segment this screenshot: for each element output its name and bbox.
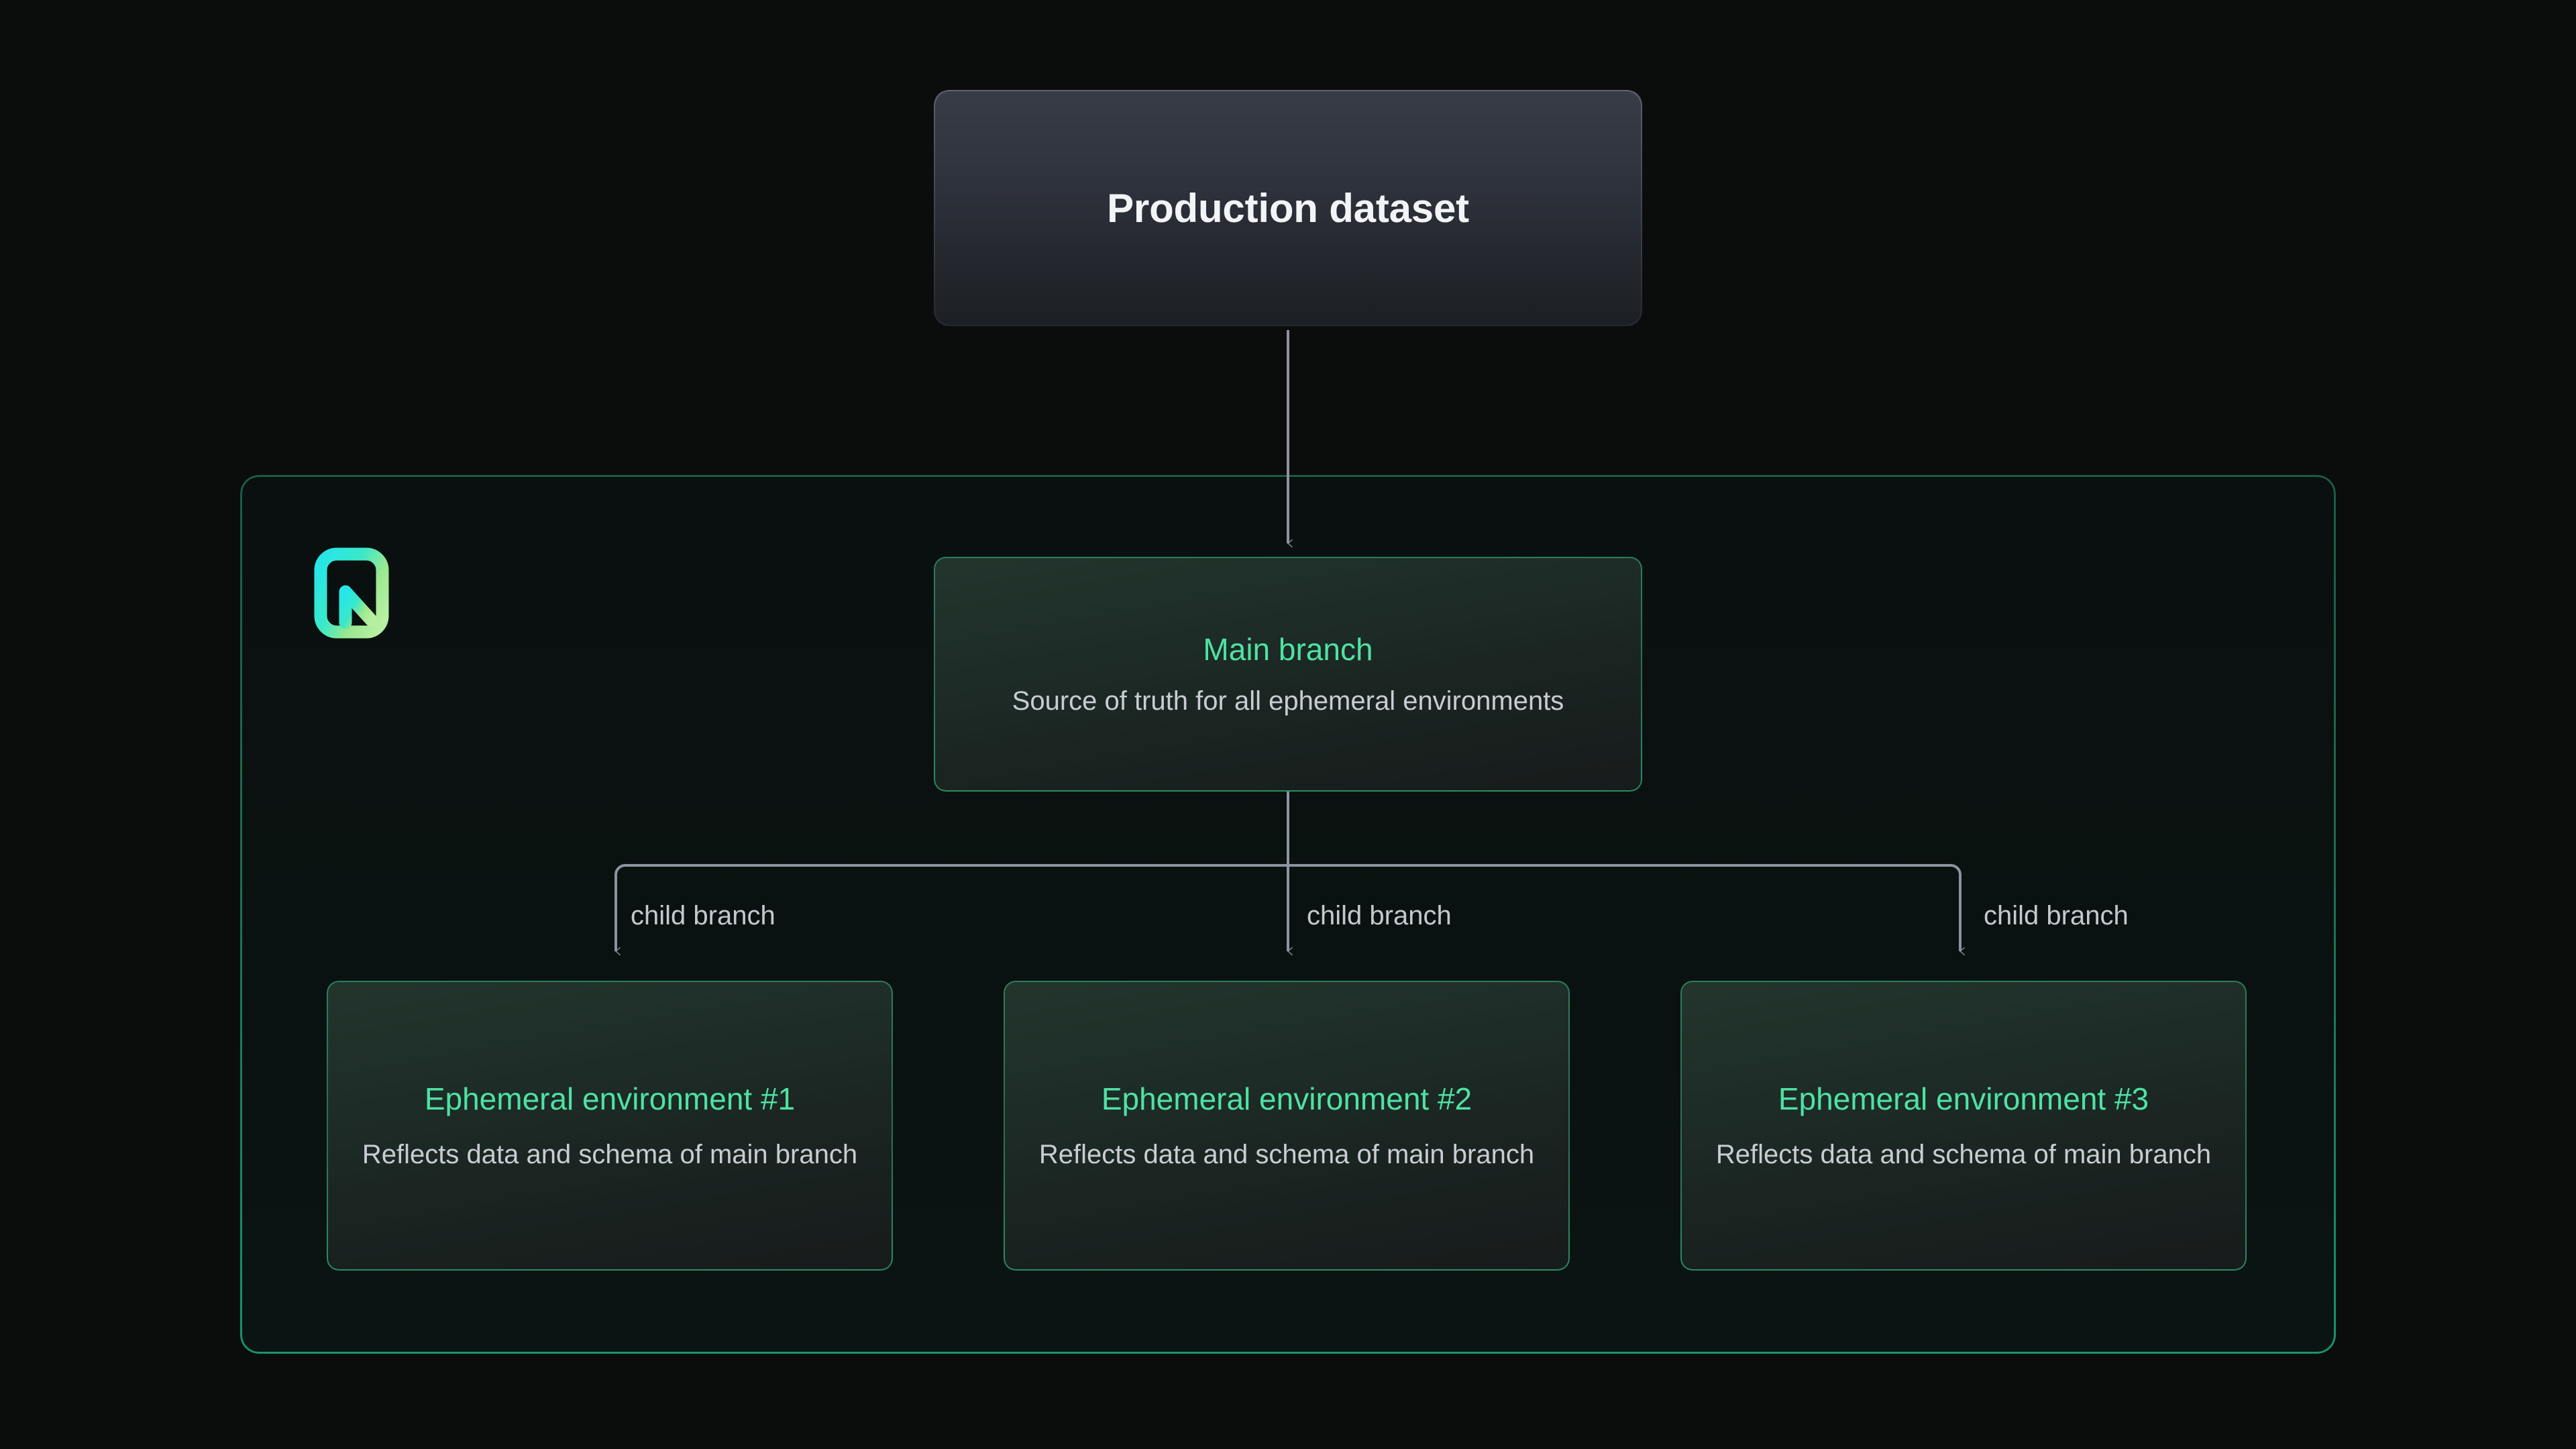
ephemeral-environment-2-description: Reflects data and schema of main branch bbox=[1038, 1140, 1535, 1169]
main-branch-description: Source of truth for all ephemeral enviro… bbox=[1012, 686, 1564, 716]
edge-label-child-branch-2: child branch bbox=[1307, 901, 1452, 930]
edge-label-child-branch-3: child branch bbox=[1984, 901, 2129, 930]
production-dataset-title: Production dataset bbox=[1107, 185, 1469, 231]
neon-logo-icon bbox=[301, 542, 402, 644]
ephemeral-environment-3-description: Reflects data and schema of main branch bbox=[1715, 1140, 2212, 1169]
node-ephemeral-environment-2: Ephemeral environment #2 Reflects data a… bbox=[1004, 981, 1570, 1271]
ephemeral-environment-1-description: Reflects data and schema of main branch bbox=[362, 1140, 858, 1169]
node-production-dataset: Production dataset bbox=[934, 90, 1642, 326]
edge-label-child-branch-1: child branch bbox=[631, 901, 775, 930]
main-branch-title: Main branch bbox=[1203, 632, 1373, 667]
node-ephemeral-environment-3: Ephemeral environment #3 Reflects data a… bbox=[1680, 981, 2247, 1271]
ephemeral-environment-3-title: Ephemeral environment #3 bbox=[1778, 1081, 2149, 1116]
ephemeral-environment-2-title: Ephemeral environment #2 bbox=[1101, 1081, 1472, 1116]
ephemeral-environment-1-title: Ephemeral environment #1 bbox=[424, 1081, 796, 1116]
node-ephemeral-environment-1: Ephemeral environment #1 Reflects data a… bbox=[327, 981, 893, 1271]
node-main-branch: Main branch Source of truth for all ephe… bbox=[934, 557, 1642, 792]
